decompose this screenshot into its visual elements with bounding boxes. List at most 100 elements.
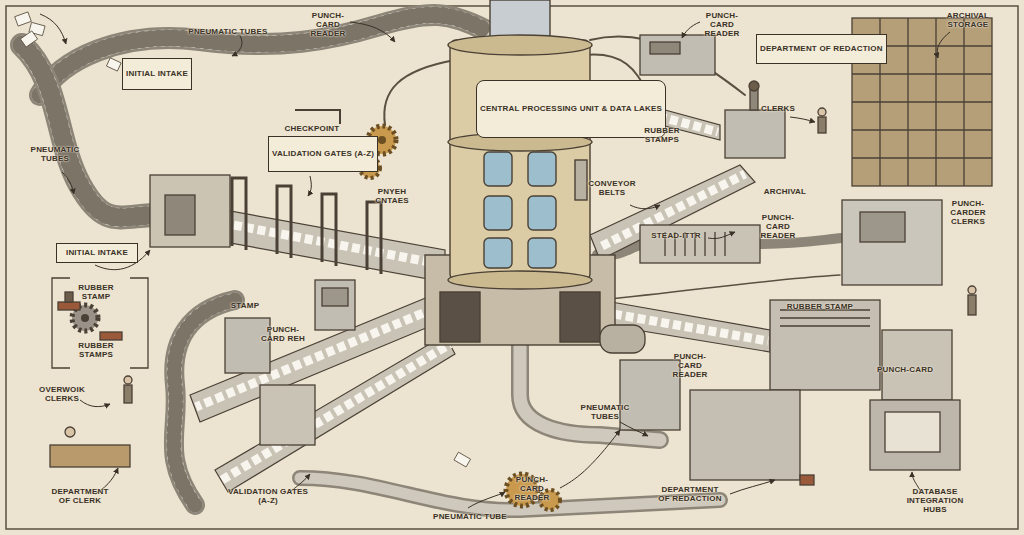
- box-label: CENTRAL PROCESSING UNIT & DATA LAKES: [480, 104, 662, 113]
- checkpoint-arm: [295, 110, 340, 124]
- callout-label: PUNCH-CARD READER: [751, 214, 805, 241]
- callout-label: PUNCH-CARD READER: [695, 12, 749, 39]
- intake-machine: [150, 175, 230, 247]
- callout-label: PNYEH CNTAES: [372, 188, 412, 206]
- tube-ribs: [40, 15, 485, 95]
- tower-window: [528, 152, 556, 186]
- leader-arrow: [937, 32, 950, 58]
- clerk-figure: [65, 427, 75, 437]
- clerk-figure: [818, 117, 826, 133]
- card-slot: [650, 42, 680, 54]
- callout-label: RUBBER STAMP: [780, 303, 860, 312]
- leader-arrow: [308, 176, 311, 196]
- clerk-figure: [124, 385, 132, 403]
- callout-label: PNEUMATIC TUBES: [27, 146, 83, 164]
- paper: [454, 452, 471, 467]
- label-box: DEPARTMENT OF REDACTION: [756, 34, 887, 64]
- clerk-figure: [818, 108, 826, 116]
- punch-card-machine: [640, 35, 715, 75]
- label-box: VALIDATION GATES (A-Z): [268, 136, 378, 172]
- callout-label: RUBBER STAMPS: [71, 342, 121, 360]
- name-plate: CENTRAL PROCESSING UNIT & DATA LAKES: [476, 80, 666, 138]
- pneumatic-tube: [40, 15, 485, 95]
- sorting-machine: [260, 385, 315, 445]
- clerk-figure: [968, 286, 976, 294]
- hub-output: [885, 412, 940, 452]
- database-hub: [870, 400, 960, 470]
- validation-gate: [367, 202, 381, 274]
- stamp-knob: [749, 81, 759, 91]
- leader-arrow: [620, 422, 648, 436]
- callout-label: PNEUMATIC TUBE: [425, 513, 515, 522]
- leader-arrow: [708, 232, 735, 239]
- conveyor-belt: [600, 300, 770, 352]
- box-label: INITIAL INTAKE: [126, 69, 188, 78]
- callout-label: PUNCH-CARD READER: [505, 476, 559, 503]
- callout-label: PNEUMATIC TUBES: [577, 404, 633, 422]
- box-label: INITIAL INTAKE: [66, 248, 128, 257]
- frame: [6, 6, 1018, 529]
- stamp-machine: [770, 300, 880, 390]
- stamp-handle: [65, 292, 73, 302]
- gear-hub: [81, 314, 89, 322]
- cable: [600, 275, 840, 300]
- pneumatic-tube: [40, 15, 485, 95]
- callout-label: PUNCH-CARD READER: [663, 353, 717, 380]
- bracket: [52, 278, 148, 368]
- clerk-figure: [124, 376, 132, 384]
- box-label: VALIDATION GATES (A-Z): [272, 149, 374, 158]
- callout-label: CHECKPOINT: [277, 125, 347, 134]
- callout-label: PUNCH-CARD REH: [258, 326, 308, 344]
- callout-label: ARCHIVAL STORAGE: [942, 12, 994, 30]
- tower-door: [440, 292, 480, 342]
- archival-machine: [842, 200, 942, 285]
- large-machine: [690, 390, 800, 480]
- machine-screen: [860, 212, 905, 242]
- tower-panel: [575, 160, 587, 200]
- stamp-machine: [225, 318, 270, 373]
- tower-band: [448, 271, 592, 289]
- label-box: INITIAL INTAKE: [122, 58, 192, 90]
- label-box: INITIAL INTAKE: [56, 243, 138, 263]
- callout-label: DEPARTMENT OF REDACTION: [657, 486, 723, 504]
- machine-door: [165, 195, 195, 235]
- paper: [15, 12, 32, 26]
- callout-label: VALIDATION GATES (A-Z): [227, 488, 309, 506]
- callout-label: PUNCH-CARD READER: [301, 12, 355, 39]
- paper: [20, 31, 37, 47]
- callout-label: PUNCH-CARD: [875, 366, 935, 375]
- leader-arrow: [682, 22, 700, 38]
- leader-arrow: [350, 22, 395, 42]
- processing-tower: [450, 40, 590, 280]
- machine-screen: [322, 288, 348, 306]
- tower-window: [484, 238, 512, 268]
- callout-label: ARCHIVAL: [758, 188, 813, 197]
- steam-device: [640, 225, 760, 263]
- callout-label: OVERWOIK CLERKS: [34, 386, 90, 404]
- validation-gate: [322, 194, 336, 266]
- tower-window: [484, 196, 512, 230]
- paper: [106, 58, 121, 71]
- callout-label: STEAD-ITTR: [646, 232, 706, 241]
- tower-window: [484, 152, 512, 186]
- clerk-desk: [50, 445, 130, 467]
- validation-gate: [232, 178, 246, 250]
- cable: [384, 60, 455, 125]
- tower-window: [528, 196, 556, 230]
- callout-label: DEPARTMENT OF CLERK: [49, 488, 111, 506]
- leader-arrow: [630, 205, 660, 209]
- callout-label: PNEUMATIC TUBES: [178, 28, 278, 37]
- tower-door: [560, 292, 600, 342]
- box-label: DEPARTMENT OF REDACTION: [760, 44, 883, 53]
- leader-arrow: [730, 480, 775, 494]
- rubber-stamp: [800, 475, 814, 485]
- punch-card-machine: [882, 330, 952, 400]
- rubber-stamp: [58, 302, 80, 310]
- tower-band: [448, 35, 592, 55]
- callout-label: RUBBER STAMPS: [636, 127, 688, 145]
- gear-hub: [378, 136, 386, 144]
- clerk-figure: [968, 295, 976, 315]
